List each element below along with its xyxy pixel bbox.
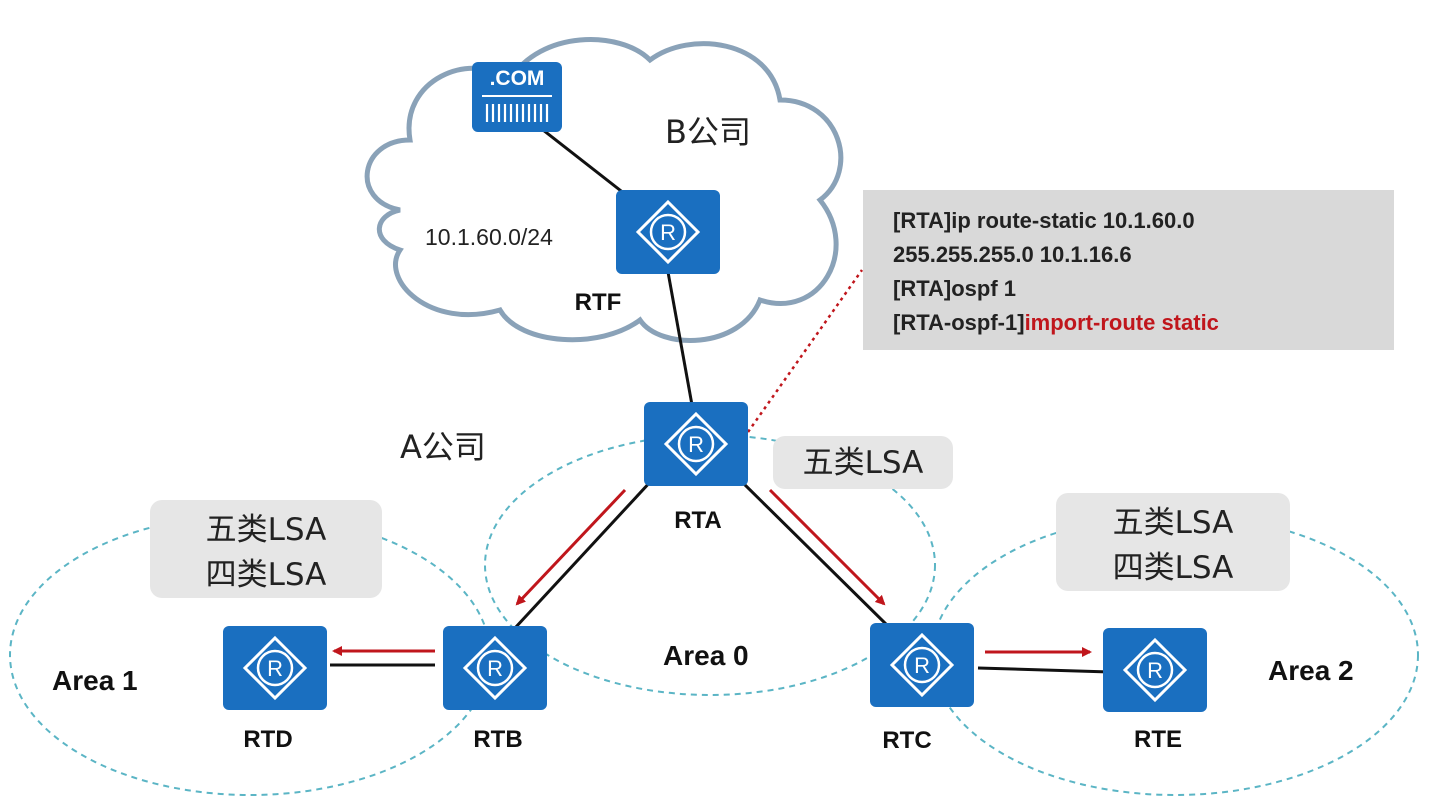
router-rta-icon[interactable] [642,400,750,488]
lsa-box-area0: 五类LSA [773,436,953,489]
config-line3: [RTA]ospf 1 [893,276,1016,301]
lsa-box-area2: 五类LSA 四类LSA [1056,493,1290,591]
lsa-area1-line2: 四类LSA [206,557,327,593]
lsa-box-area1: 五类LSA 四类LSA [150,500,382,598]
router-rtb-icon[interactable] [441,624,549,712]
link-rtf-rta [666,271,694,406]
router-rtc-label: RTC [882,727,931,754]
server-label: .COM [490,67,545,90]
area2-label: Area 2 [1268,655,1354,686]
router-rtc-icon[interactable] [868,621,976,709]
config-line4: [RTA-ospf-1]import-route static [893,310,1219,335]
config-box: [RTA]ip route-static 10.1.60.0 255.255.2… [863,190,1394,350]
lsa-arrow-rta-rtb [515,488,627,606]
router-rta-label: RTA [674,507,722,534]
lsa-area2-line1: 五类LSA [1113,505,1234,541]
area1-label: Area 1 [52,665,138,696]
router-rtf-icon[interactable] [614,188,722,276]
config-line1: [RTA]ip route-static 10.1.60.0 [893,208,1195,233]
lsa-area1-line1: 五类LSA [206,512,327,548]
server-icon: .COM [472,62,562,132]
router-rtf-label: RTF [575,289,622,316]
link-rta-rtc [738,478,892,630]
lsa-area2-line2: 四类LSA [1113,550,1234,586]
company-b-label: B公司 [665,113,751,151]
lsa-area0-line1: 五类LSA [803,445,924,481]
area0-label: Area 0 [663,640,749,671]
router-rte-label: RTE [1134,726,1182,753]
router-rtd-label: RTD [243,726,292,753]
link-rta-rtb [513,478,654,630]
subnet-label: 10.1.60.0/24 [425,224,553,250]
config-leader-line [746,269,864,433]
config-line4-prefix: [RTA-ospf-1] [893,310,1025,335]
lsa-arrow-rta-rtc [768,488,886,606]
router-rtd-icon[interactable] [221,624,329,712]
router-rte-icon[interactable] [1101,626,1209,714]
link-rtc-rte [977,666,1111,674]
router-rtb-label: RTB [473,726,522,753]
config-line2: 255.255.255.0 10.1.16.6 [893,242,1132,267]
company-a-label: A公司 [400,428,486,466]
config-line4-highlight: import-route static [1025,310,1219,335]
